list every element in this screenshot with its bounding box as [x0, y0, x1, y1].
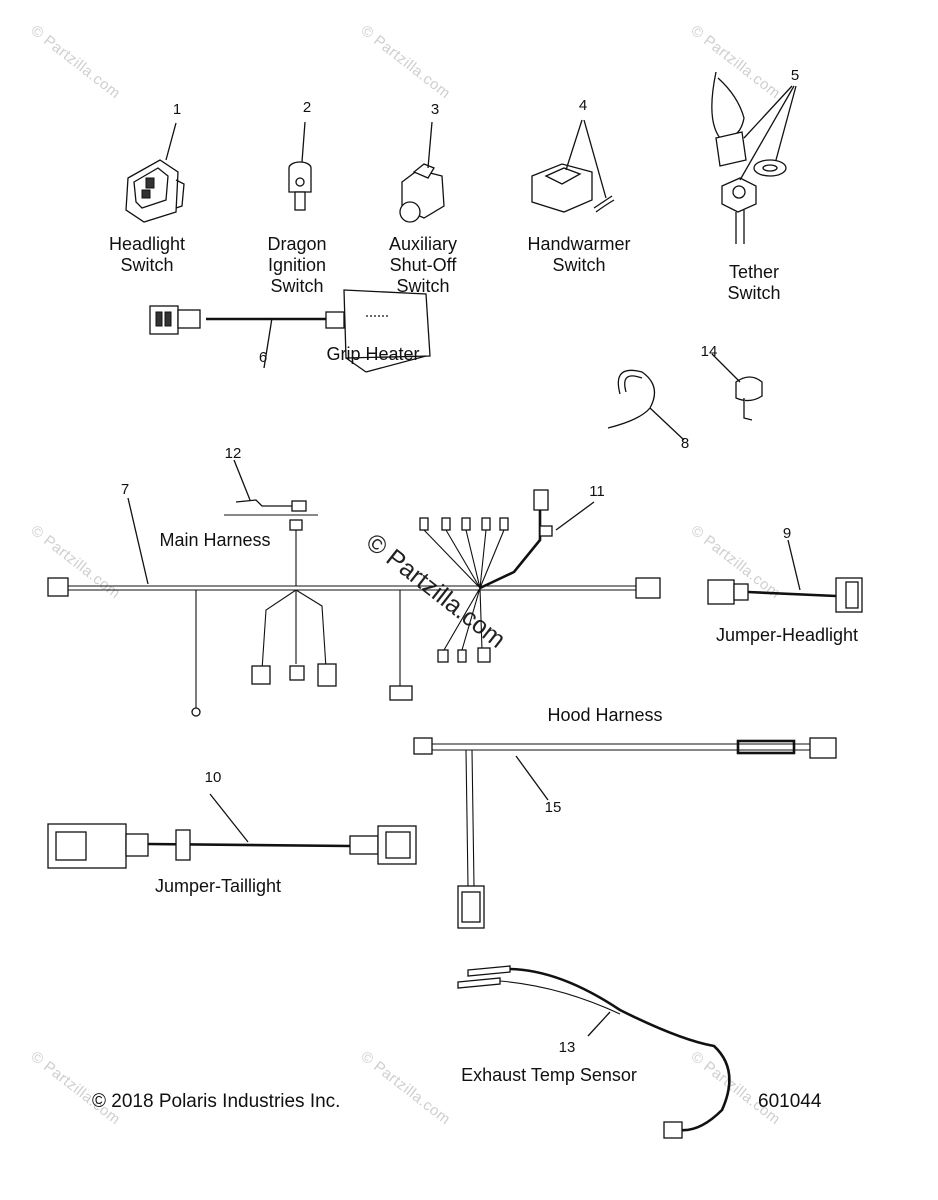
label-hood-harness: Hood Harness: [547, 705, 663, 725]
label-line: Switch: [120, 255, 174, 275]
callout-3: 3: [430, 101, 440, 118]
tether-switch-part: [711, 71, 797, 244]
label-line: Switch: [396, 276, 450, 296]
cable-tie-part: [607, 369, 685, 441]
label-line: Headlight: [108, 234, 186, 254]
copyright-text: © 2018 Polaris Industries Inc.: [92, 1091, 341, 1112]
callout-6: 6: [258, 349, 268, 366]
label-headlight-switch: Headlight Switch: [92, 234, 202, 276]
callout-4: 4: [578, 97, 588, 114]
clip-part: [711, 353, 763, 421]
label-dragon-ignition-switch: Dragon Ignition Switch: [242, 234, 352, 297]
hood-harness-part: [413, 737, 837, 929]
exhaust-temp-sensor-part: [457, 965, 731, 1139]
connector-11-part: [539, 501, 595, 537]
callout-5: 5: [790, 67, 800, 84]
label-main-harness: Main Harness: [159, 530, 271, 550]
handwarmer-switch-part: [531, 119, 615, 213]
callout-15: 15: [544, 799, 562, 816]
fuse-part: [224, 459, 318, 516]
headlight-switch-part: [125, 122, 185, 223]
label-line: Dragon: [267, 234, 327, 254]
label-tether-switch: Tether Switch: [704, 262, 804, 304]
label-line: Shut-Off: [389, 255, 457, 275]
callout-1: 1: [172, 101, 182, 118]
label-line: Switch: [552, 255, 606, 275]
grip-heater-part: [149, 289, 431, 373]
label-line: Tether: [728, 262, 780, 282]
callout-8: 8: [680, 435, 690, 452]
jumper-taillight-part: [47, 793, 417, 869]
label-line: Ignition: [267, 255, 327, 275]
jumper-headlight-part: [707, 539, 863, 613]
label-line: Auxiliary: [388, 234, 458, 254]
label-jumper-taillight: Jumper-Taillight: [154, 876, 282, 896]
diagram-id: 601044: [758, 1091, 822, 1112]
callout-2: 2: [302, 99, 312, 116]
label-handwarmer-switch: Handwarmer Switch: [514, 234, 644, 276]
label-line: Switch: [270, 276, 324, 296]
label-line: Handwarmer: [527, 234, 631, 254]
callout-10: 10: [204, 769, 222, 786]
label-jumper-headlight: Jumper-Headlight: [715, 625, 859, 645]
callout-11: 11: [589, 483, 605, 500]
dragon-ignition-switch-part: [288, 121, 312, 211]
callout-12: 12: [224, 445, 242, 462]
label-line: Switch: [727, 283, 781, 303]
label-grip-heater: Grip Heater: [326, 344, 420, 364]
main-harness-part: [47, 489, 661, 717]
callout-14: 14: [700, 343, 718, 360]
label-auxiliary-shutoff-switch: Auxiliary Shut-Off Switch: [368, 234, 478, 297]
label-exhaust-temp-sensor: Exhaust Temp Sensor: [461, 1065, 637, 1085]
callout-9: 9: [782, 525, 792, 542]
callout-7: 7: [120, 481, 130, 498]
callout-13: 13: [558, 1039, 576, 1056]
auxiliary-shutoff-switch-part: [399, 121, 445, 223]
